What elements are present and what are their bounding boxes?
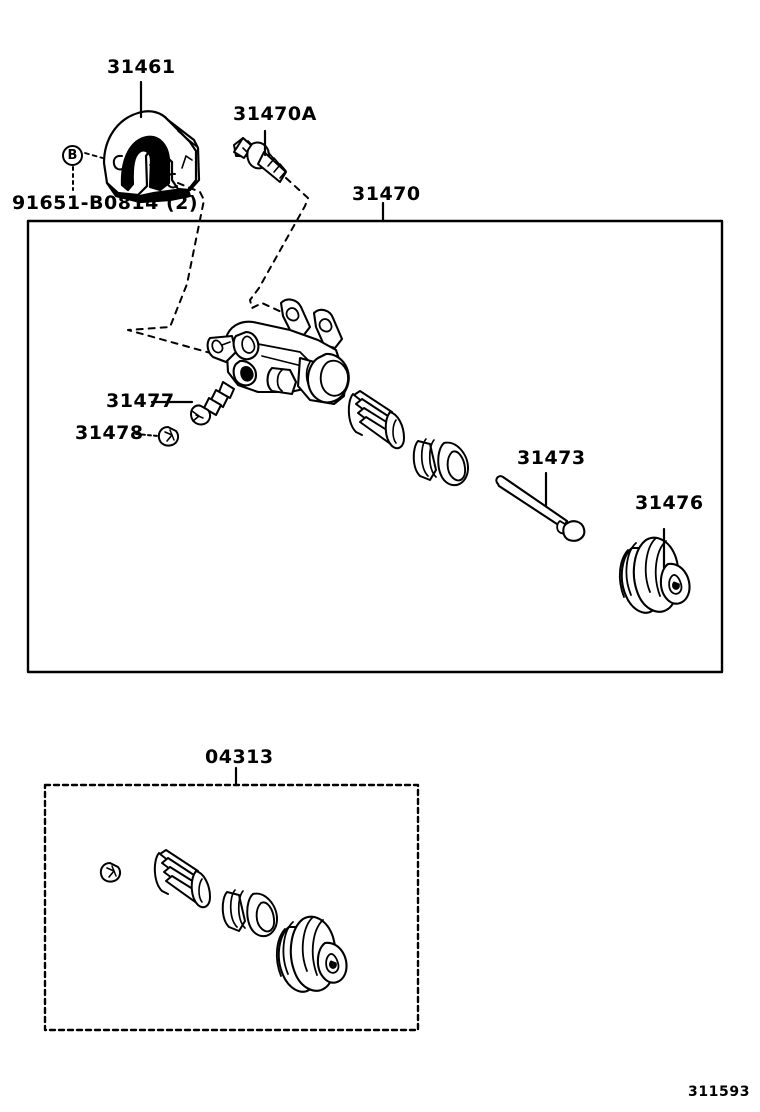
label-part-31473: 31473: [517, 447, 586, 469]
dashed-leader-bracket-to-cylinder: [127, 182, 215, 355]
part-31473-push-rod: [495, 475, 586, 542]
label-part-31476: 31476: [635, 492, 704, 514]
part-31476-boot: [618, 536, 691, 614]
part-cup-seal-assembly: [412, 438, 469, 487]
label-part-31470A: 31470A: [233, 103, 317, 125]
repair-kit-group-box: [43, 783, 420, 1032]
label-part-31461: 31461: [107, 56, 176, 78]
kit-part-cap: [99, 862, 122, 883]
sheet-code: 311593: [688, 1084, 751, 1100]
leader-31478: [135, 433, 159, 437]
part-31477-bleeder-screw: [190, 381, 235, 426]
label-part-04313: 04313: [205, 746, 274, 768]
kit-part-cup-seal: [221, 889, 278, 938]
part-31470A-bleeder-plug: [233, 137, 287, 183]
assembly-group-box: [26, 219, 724, 674]
label-part-31477: 31477: [106, 390, 175, 412]
label-part-31470: 31470: [352, 183, 421, 205]
part-31470-release-cylinder: [206, 298, 350, 406]
part-31478-cap: [157, 426, 180, 447]
kit-part-boot: [275, 915, 348, 993]
bolt-reference-marker-b: B: [62, 145, 83, 166]
leader-bmark: [84, 152, 107, 160]
part-31461-bracket: [102, 110, 201, 204]
label-part-31478: 31478: [75, 422, 144, 444]
kit-part-spring-boot: [153, 849, 211, 909]
part-spring-boot-assembly: [347, 390, 405, 450]
label-part-91651-b0814: 91651-B0814 (2): [12, 192, 199, 214]
dashed-leader-bleeder-to-cylinder: [249, 177, 309, 316]
